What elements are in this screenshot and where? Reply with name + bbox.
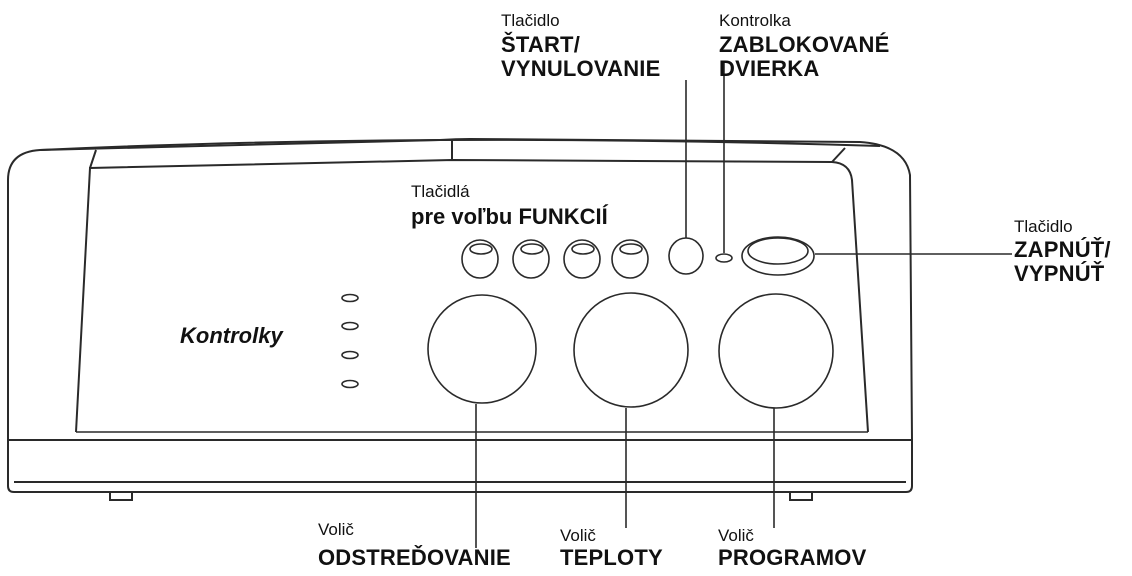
function-button-1[interactable] <box>461 239 499 279</box>
function-buttons-label: pre voľbu FUNKCIÍ <box>411 204 608 229</box>
power-button-label-small: Tlačidlo <box>1014 217 1073 236</box>
function-buttons-label-small: Tlačidlá <box>411 182 470 201</box>
temperature-selector-label-small: Volič <box>560 526 596 545</box>
function-button-2[interactable] <box>512 239 550 279</box>
spin-selector-label-small: Volič <box>318 520 354 539</box>
spin-selector-knob[interactable] <box>427 294 537 404</box>
indicator-led-1 <box>341 293 359 303</box>
power-button-label-line1: ZAPNÚŤ/ <box>1014 237 1111 262</box>
panel-top-edge <box>39 138 881 151</box>
start-reset-button[interactable] <box>668 237 704 275</box>
start-button-label-small: Tlačidlo <box>501 11 560 30</box>
panel-inner-outline <box>75 158 869 433</box>
indicator-led-2 <box>341 321 359 331</box>
temperature-selector-label: TEPLOTY <box>560 545 663 570</box>
function-button-3[interactable] <box>563 239 601 279</box>
panel-base <box>7 439 913 493</box>
start-button-label-line2: VYNULOVANIE <box>501 56 661 81</box>
function-button-4[interactable] <box>611 239 649 279</box>
indicators-label: Kontrolky <box>180 323 283 348</box>
door-locked-indicator <box>715 253 733 263</box>
start-button-label-line1: ŠTART/ <box>501 32 581 57</box>
program-selector-label-small: Volič <box>718 526 754 545</box>
door-indicator-label-line1: ZABLOKOVANÉ <box>719 32 890 57</box>
program-selector-knob[interactable] <box>718 293 834 409</box>
power-button[interactable] <box>741 236 815 276</box>
power-button-label-line2: VYPNÚŤ <box>1014 261 1105 286</box>
spin-selector-label: ODSTREĎOVANIE <box>318 545 511 570</box>
door-indicator-label-small: Kontrolka <box>719 11 791 30</box>
indicator-led-4 <box>341 379 359 389</box>
door-indicator-label-line2: DVIERKA <box>719 56 820 81</box>
program-selector-label: PROGRAMOV <box>718 545 867 570</box>
indicator-led-3 <box>341 350 359 360</box>
temperature-selector-knob[interactable] <box>573 292 689 408</box>
